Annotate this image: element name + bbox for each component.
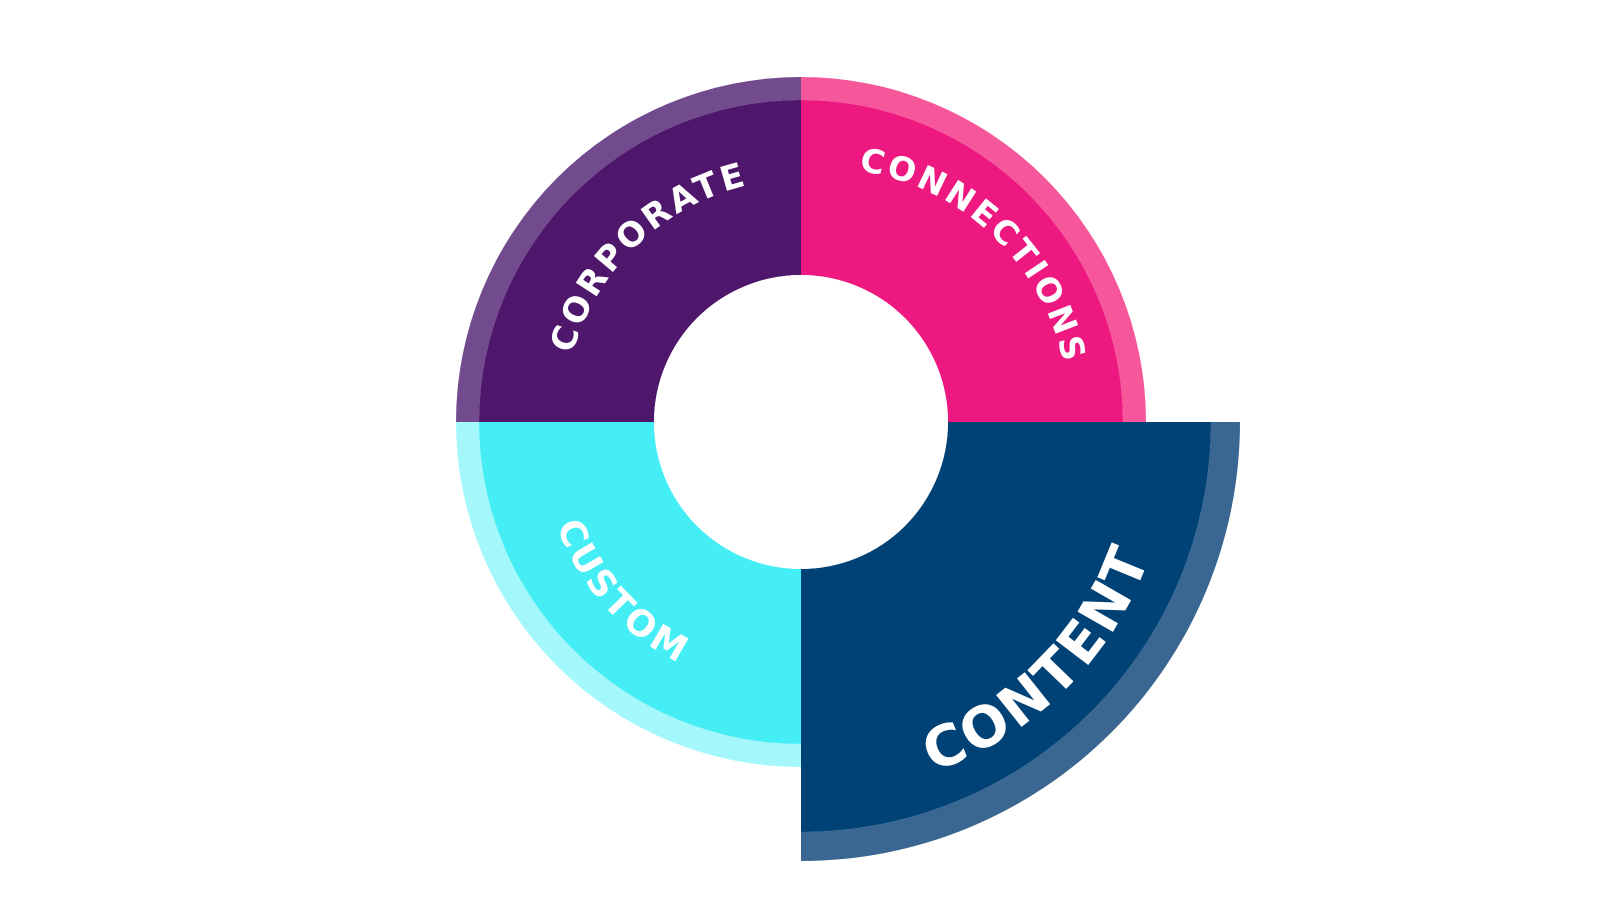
- segment-connections-rim: [801, 77, 1146, 422]
- segment-corporate-body: [479, 100, 801, 422]
- center-hole: [654, 275, 948, 569]
- segment-content-rim: [801, 422, 1240, 861]
- segment-custom-body: [479, 422, 801, 744]
- segment-custom[interactable]: CUSTOM: [456, 422, 801, 767]
- segment-custom-rim: [456, 422, 801, 767]
- segment-content[interactable]: CONTENT: [801, 422, 1240, 861]
- segment-content-body: [801, 422, 1211, 832]
- segment-connections-body: [801, 100, 1123, 422]
- segment-corporate-rim: [456, 77, 801, 422]
